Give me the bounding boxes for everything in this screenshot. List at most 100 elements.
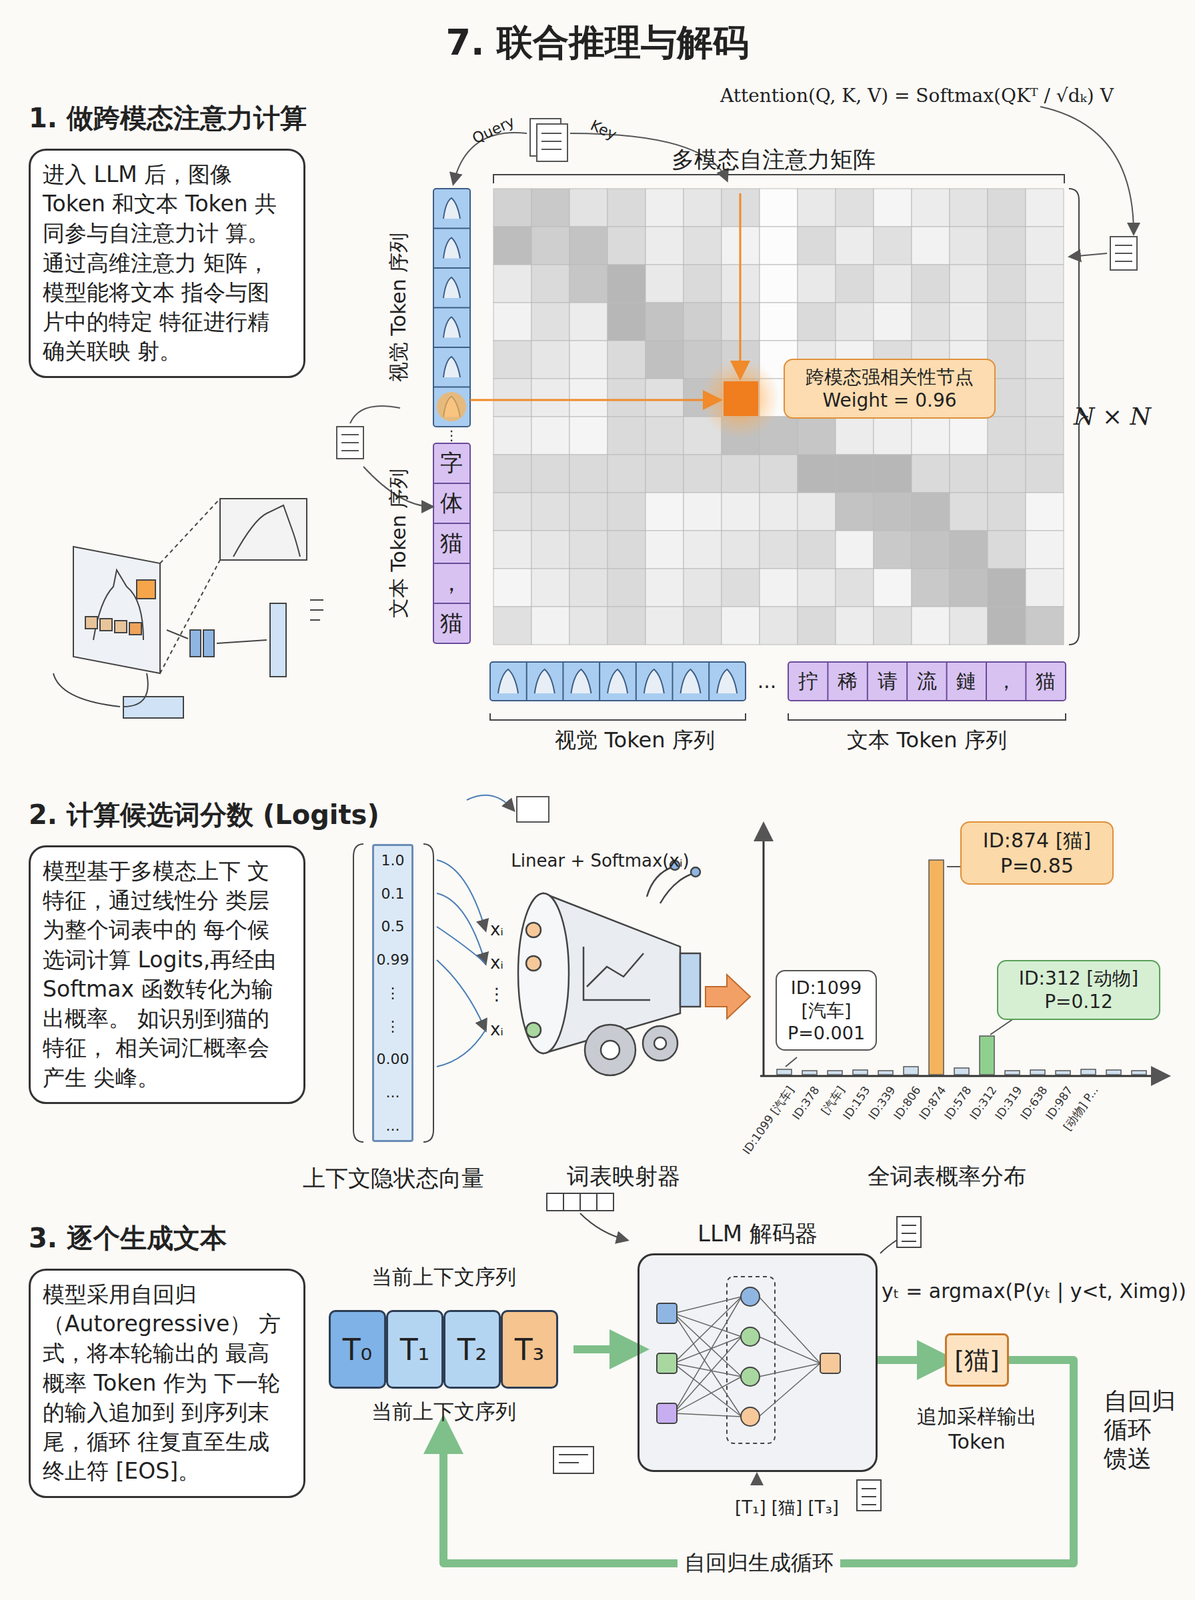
vision-token-icons xyxy=(433,198,471,604)
chart-axes xyxy=(762,825,765,1077)
matrix-cell xyxy=(835,264,874,303)
section-panel: 2. 计算候选词分数 (Logits)模型基于多模态上下 文特征，通过线性分 类… xyxy=(28,796,306,1105)
decoder-network xyxy=(896,1217,921,1248)
vector-connections xyxy=(436,860,486,931)
token-divider xyxy=(433,482,471,485)
sequence-caption: 当前上下文序列 xyxy=(313,1263,574,1298)
token-text: T₂ xyxy=(457,1333,488,1368)
matrix-cell xyxy=(531,264,570,303)
axis-label: [汽车] xyxy=(818,1084,848,1118)
token-divider xyxy=(826,662,829,701)
token-divider xyxy=(672,662,674,701)
matrix-cell xyxy=(607,340,646,379)
matrix-cell xyxy=(835,568,874,607)
vision-icon xyxy=(570,669,591,694)
probability-bar xyxy=(802,1070,817,1075)
matrix-cell xyxy=(911,188,950,227)
text-label: ， xyxy=(996,670,1017,694)
matrix-cell xyxy=(569,492,608,531)
matrix-cell xyxy=(949,530,988,569)
matrix-cell xyxy=(531,188,570,227)
vision-icon xyxy=(443,277,461,299)
probability-bar xyxy=(1055,1070,1071,1075)
matrix-cell xyxy=(873,416,912,455)
vector-caption: 上下文隐状态向量 xyxy=(293,1163,494,1195)
token-divider xyxy=(906,662,908,701)
chart-axes xyxy=(760,1075,1167,1078)
section-heading: 1. 做跨模态注意力计算 xyxy=(28,100,306,137)
vision-icon xyxy=(498,669,519,694)
matrix-cell xyxy=(987,492,1026,531)
matrix-cell xyxy=(1025,188,1064,227)
funnel-mapper xyxy=(518,860,701,1076)
highlight-node xyxy=(739,193,742,377)
matrix-cell xyxy=(493,416,532,455)
matrix-cell xyxy=(645,606,684,645)
decoder-network xyxy=(558,1455,589,1464)
vector-connections xyxy=(516,796,549,823)
probability-bar xyxy=(1030,1070,1045,1075)
funnel-mapper xyxy=(584,1024,636,1076)
matrix-cell xyxy=(949,454,988,493)
image-illustration xyxy=(123,696,184,719)
axis-label: [动物] P... xyxy=(1060,1084,1101,1134)
matrix-cell xyxy=(493,454,532,493)
matrix-cell xyxy=(873,606,912,645)
text-label: xᵢ xyxy=(490,1020,504,1041)
matrix-cell xyxy=(683,188,722,227)
matrix-cell xyxy=(493,226,532,265)
matrix-cell xyxy=(797,606,836,645)
decoder-network xyxy=(880,1240,897,1254)
matrix-cell xyxy=(569,188,608,227)
image-illustration xyxy=(129,622,142,635)
decoder-network xyxy=(673,1297,821,1418)
flow-arrow xyxy=(573,1345,638,1354)
matrix-cell xyxy=(873,568,912,607)
matrix-cell xyxy=(1025,378,1064,417)
callout-text: Weight = 0.96 xyxy=(792,388,987,413)
token-box: T₃ xyxy=(500,1310,559,1390)
matrix-cell xyxy=(911,264,950,303)
bottom-token-row xyxy=(490,662,1066,701)
token-divider xyxy=(635,662,637,701)
probability-bar xyxy=(903,1066,919,1075)
matrix-cell xyxy=(607,188,646,227)
decoder-panel xyxy=(637,1253,878,1473)
query-key-doc xyxy=(1040,106,1134,234)
matrix-cell xyxy=(949,302,988,341)
image-illustration xyxy=(203,630,215,657)
vision-icon xyxy=(680,669,701,694)
sequence-caption: 当前上下文序列 xyxy=(313,1398,574,1427)
decoder-network xyxy=(740,1367,760,1387)
decoder-network xyxy=(656,1303,677,1324)
matrix-cell xyxy=(949,492,988,531)
vector-connections xyxy=(436,960,486,1031)
matrix-cell xyxy=(873,302,912,341)
matrix-cell xyxy=(531,302,570,341)
text-label: Attention(Q, K, V) = Softmax(QKᵀ / √dₖ) … xyxy=(720,85,1114,107)
text-label: 全词表概率分布 xyxy=(867,1163,1027,1190)
text-label: 拧 xyxy=(798,670,819,694)
query-key-doc xyxy=(453,132,527,184)
decoder-network xyxy=(726,1277,775,1444)
matrix-bracket xyxy=(788,713,1066,721)
token-text: T₁ xyxy=(400,1333,431,1368)
matrix-cell xyxy=(645,378,684,417)
query-key-doc xyxy=(1114,245,1133,262)
vector-connections xyxy=(436,1030,486,1067)
probability-bar xyxy=(954,1068,969,1075)
matrix-cell xyxy=(835,302,874,341)
decoder-network xyxy=(901,1225,917,1242)
matrix-cell xyxy=(569,340,608,379)
text-label: 猫 xyxy=(440,530,463,557)
section-heading: 2. 计算候选词分数 (Logits) xyxy=(28,796,306,834)
matrix-cell xyxy=(569,226,608,265)
token-column xyxy=(433,188,471,427)
probability-bar xyxy=(1080,1069,1096,1075)
axis-label: ID:319 xyxy=(992,1084,1025,1123)
text-label: ... xyxy=(757,670,777,694)
funnel-mapper xyxy=(526,922,541,938)
vector-connections xyxy=(436,893,486,964)
token-divider xyxy=(433,228,471,230)
